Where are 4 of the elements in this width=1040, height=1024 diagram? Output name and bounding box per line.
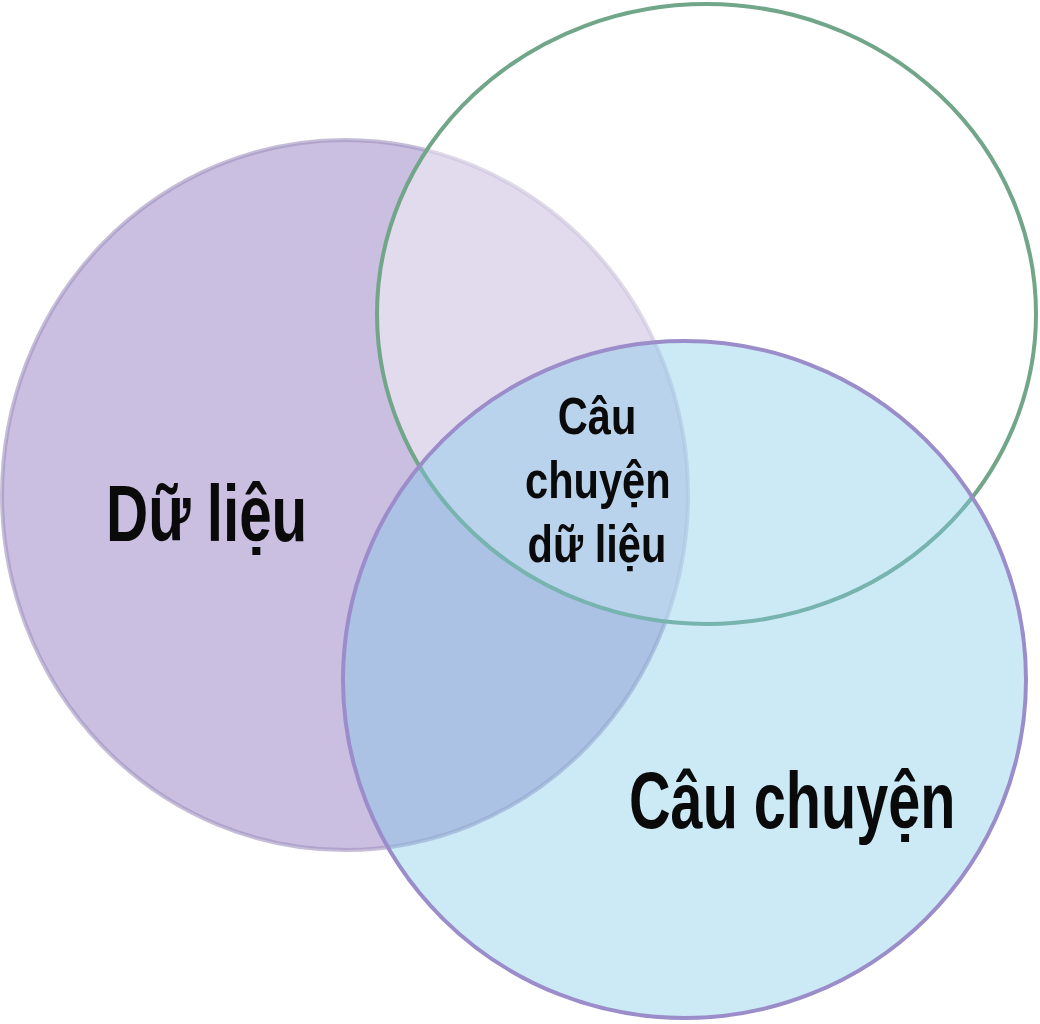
circle-label: Dữ liệu: [106, 468, 308, 560]
venn-circle: [341, 339, 1028, 1020]
circle-label: Câu chuyện: [629, 755, 956, 847]
overlap-label: Câu chuyện dữ liệu: [525, 386, 669, 575]
